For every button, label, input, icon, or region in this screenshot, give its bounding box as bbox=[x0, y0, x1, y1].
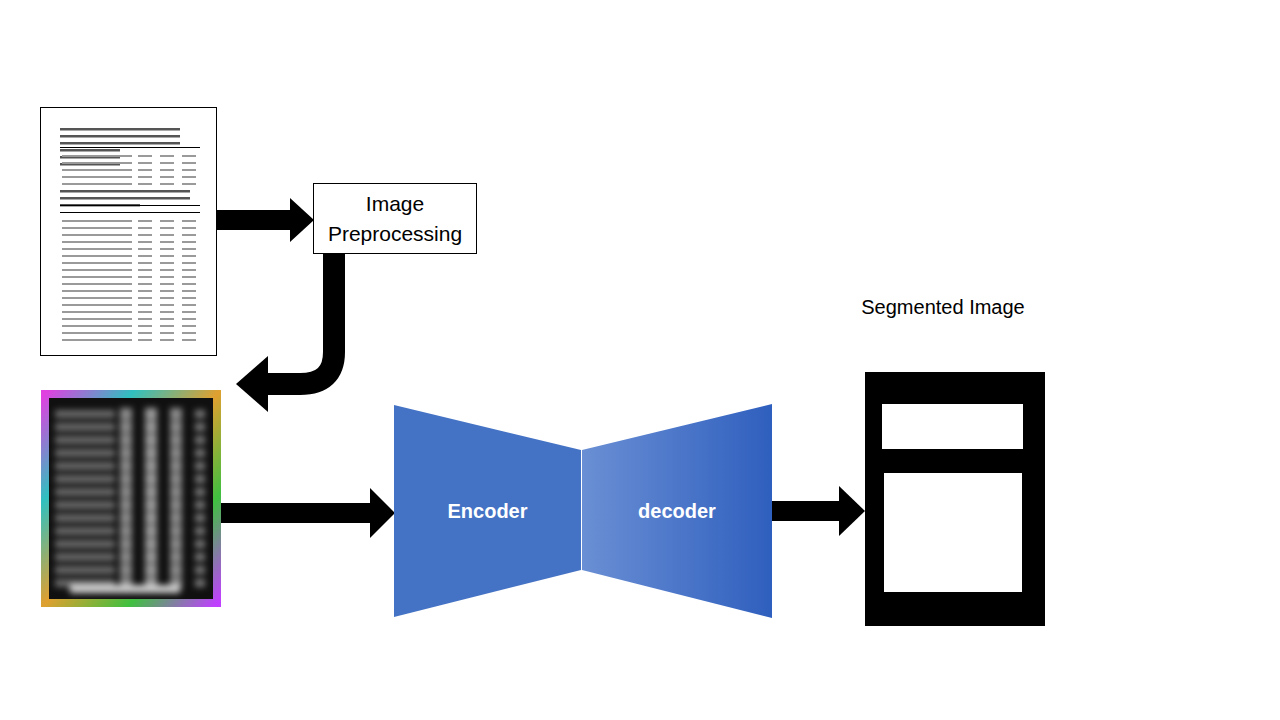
segmentation-mask bbox=[865, 372, 1045, 626]
encoder-block: Encoder bbox=[394, 404, 581, 618]
arrow-head bbox=[236, 356, 268, 412]
flow-arrow bbox=[221, 488, 395, 538]
preprocessed-texture bbox=[55, 408, 205, 593]
mask-region bbox=[884, 473, 1022, 592]
segmented-output: Segmented Image bbox=[840, 290, 1046, 626]
flow-arrow bbox=[266, 254, 334, 384]
decoder-block: decoder bbox=[582, 404, 772, 618]
process-box: Image Preprocessing bbox=[313, 183, 477, 254]
block-label: decoder bbox=[638, 500, 716, 523]
process-label: Image Preprocessing bbox=[320, 189, 470, 248]
flow-arrow bbox=[216, 198, 314, 242]
block-label: Encoder bbox=[447, 500, 527, 523]
mask-region bbox=[882, 404, 1023, 449]
flow-connector bbox=[772, 486, 865, 536]
preprocessed-image bbox=[45, 394, 217, 603]
document-page bbox=[41, 108, 217, 356]
document-lines bbox=[60, 128, 200, 341]
output-heading: Segmented Image bbox=[840, 290, 1046, 319]
